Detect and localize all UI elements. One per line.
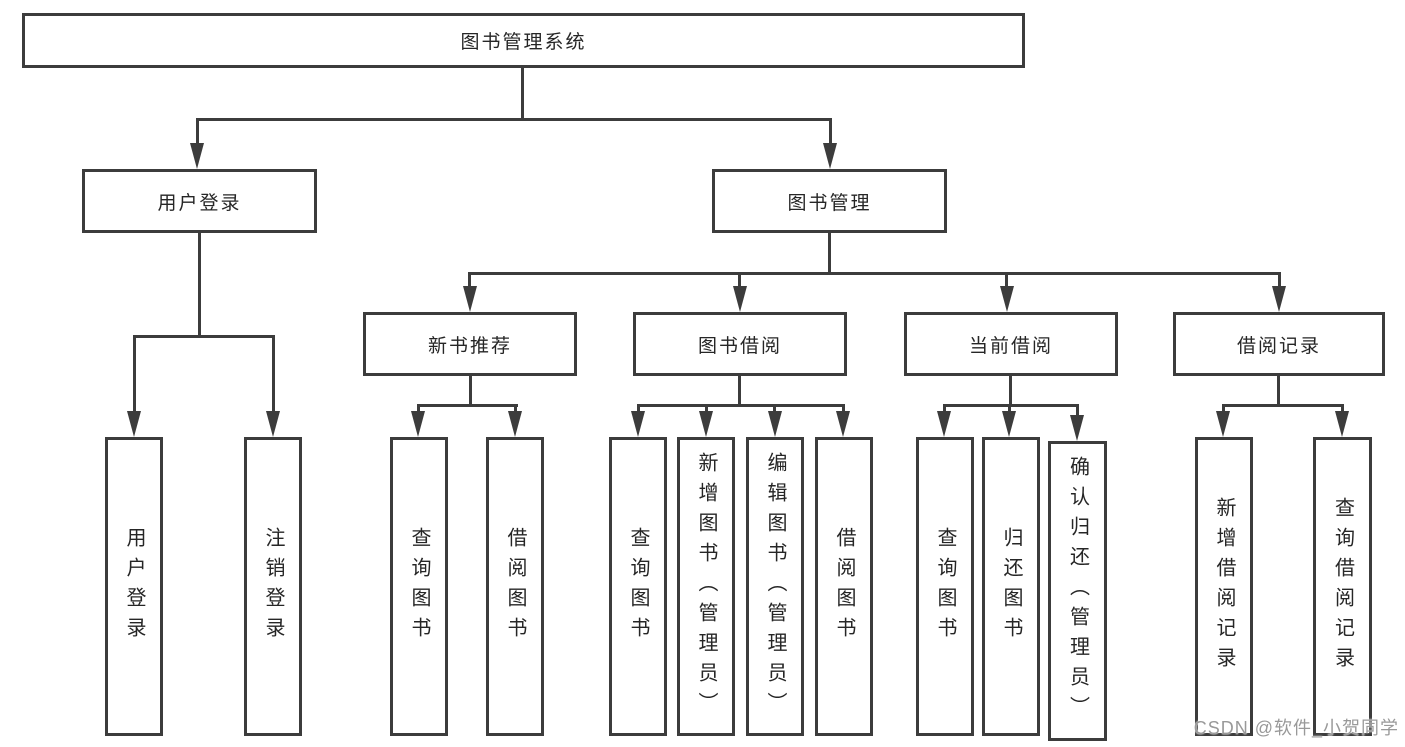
- connector-line: [521, 67, 524, 121]
- leaf-edit-book-admin: 编辑图书（管理员）: [746, 437, 804, 736]
- connector-line: [943, 404, 1079, 407]
- connector-line: [705, 404, 708, 414]
- node-label: 当前借阅: [968, 335, 1053, 357]
- connector-line: [1341, 404, 1344, 414]
- connector-line: [943, 404, 946, 414]
- connector-line: [1076, 404, 1079, 418]
- arrow-down-icon: [411, 411, 425, 437]
- connector-line: [1005, 272, 1008, 290]
- connector-line: [468, 272, 1281, 275]
- leaf-query-books: 查询图书: [916, 437, 974, 736]
- arrow-down-icon: [1070, 415, 1084, 441]
- leaf-query-borrow-record: 查询借阅记录: [1313, 437, 1372, 736]
- connector-line: [196, 118, 832, 121]
- node-new-book-recommend: 新书推荐: [363, 312, 577, 376]
- connector-line: [738, 376, 741, 407]
- arrow-down-icon: [508, 411, 522, 437]
- leaf-user-login: 用户登录: [105, 437, 163, 736]
- leaf-logout: 注销登录: [244, 437, 302, 736]
- connector-line: [637, 404, 640, 414]
- node-label: 新增借阅记录: [1213, 496, 1235, 677]
- leaf-return-books: 归还图书: [982, 437, 1040, 736]
- connector-line: [1008, 404, 1011, 414]
- leaf-confirm-return-admin: 确认归还（管理员）: [1048, 441, 1107, 741]
- leaf-borrow-books: 借阅图书: [486, 437, 544, 736]
- arrow-down-icon: [823, 143, 837, 169]
- node-label: 图书借阅: [697, 335, 782, 357]
- connector-line: [1222, 404, 1344, 407]
- connector-line: [829, 118, 832, 148]
- connector-line: [514, 404, 517, 414]
- arrow-down-icon: [266, 411, 280, 437]
- node-label: 图书管理系统: [460, 32, 587, 53]
- node-book-borrow: 图书借阅: [633, 312, 847, 376]
- connector-line: [196, 118, 199, 148]
- node-label: 新增图书（管理员）: [695, 451, 717, 722]
- node-label: 新书推荐: [427, 335, 512, 357]
- connector-line: [842, 404, 845, 414]
- node-root: 图书管理系统: [22, 13, 1025, 68]
- connector-line: [417, 404, 420, 414]
- connector-line: [468, 272, 471, 290]
- arrow-down-icon: [463, 286, 477, 312]
- leaf-query-books: 查询图书: [609, 437, 667, 736]
- arrow-down-icon: [190, 143, 204, 169]
- connector-line: [828, 233, 831, 275]
- arrow-down-icon: [768, 411, 782, 437]
- connector-line: [469, 376, 472, 407]
- node-label: 查询图书: [408, 526, 430, 647]
- connector-line: [133, 335, 275, 338]
- node-current-borrow: 当前借阅: [904, 312, 1118, 376]
- connector-line: [738, 272, 741, 290]
- connector-line: [773, 404, 776, 414]
- node-label: 注销登录: [262, 526, 284, 647]
- connector-line: [133, 335, 136, 415]
- leaf-borrow-books: 借阅图书: [815, 437, 873, 736]
- arrow-down-icon: [1335, 411, 1349, 437]
- csdn-watermark: CSDN @软件_小贺同学: [1193, 718, 1399, 738]
- arrow-down-icon: [1216, 411, 1230, 437]
- arrow-down-icon: [631, 411, 645, 437]
- node-label: 查询图书: [934, 526, 956, 647]
- connector-line: [1009, 376, 1012, 407]
- connector-line: [1277, 376, 1280, 407]
- node-label: 借阅图书: [833, 526, 855, 647]
- arrow-down-icon: [699, 411, 713, 437]
- node-label: 借阅记录: [1236, 335, 1321, 357]
- node-label: 查询图书: [627, 526, 649, 647]
- node-label: 查询借阅记录: [1331, 496, 1354, 677]
- leaf-query-books: 查询图书: [390, 437, 448, 736]
- node-label: 用户登录: [157, 192, 242, 214]
- arrow-down-icon: [733, 286, 747, 312]
- arrow-down-icon: [937, 411, 951, 437]
- node-label: 用户登录: [123, 526, 145, 647]
- connector-line: [272, 335, 275, 415]
- arrow-down-icon: [127, 411, 141, 437]
- arrow-down-icon: [1002, 411, 1016, 437]
- node-label: 归还图书: [1000, 526, 1022, 647]
- node-label: 借阅图书: [504, 526, 526, 647]
- node-label: 图书管理: [787, 192, 872, 214]
- arrow-down-icon: [1272, 286, 1286, 312]
- arrow-down-icon: [836, 411, 850, 437]
- node-label: 确认归还（管理员）: [1066, 456, 1089, 726]
- leaf-add-book-admin: 新增图书（管理员）: [677, 437, 735, 736]
- node-book-management: 图书管理: [712, 169, 947, 233]
- connector-line: [637, 404, 845, 407]
- connector-line: [417, 404, 518, 407]
- node-label: 编辑图书（管理员）: [764, 451, 786, 722]
- connector-line: [1222, 404, 1225, 414]
- node-user-login: 用户登录: [82, 169, 317, 233]
- connector-line: [198, 233, 201, 338]
- leaf-add-borrow-record: 新增借阅记录: [1195, 437, 1253, 736]
- connector-line: [1278, 272, 1281, 290]
- node-borrow-record: 借阅记录: [1173, 312, 1385, 376]
- arrow-down-icon: [1000, 286, 1014, 312]
